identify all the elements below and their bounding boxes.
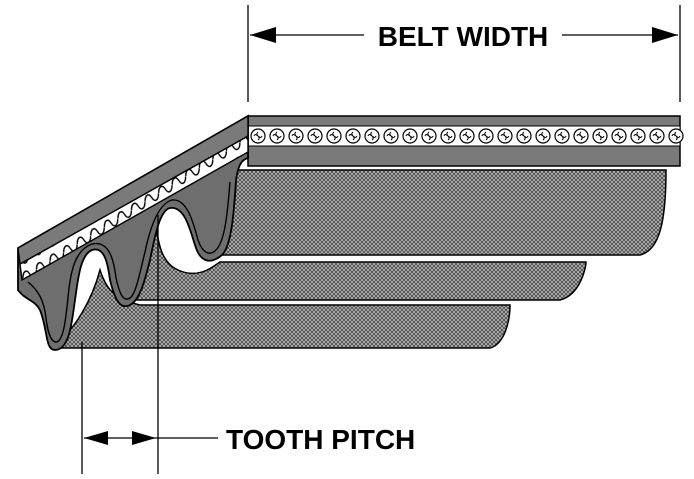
cord-twist-icon bbox=[291, 131, 301, 141]
cord-twist-icon bbox=[557, 131, 567, 141]
cord-twist-icon bbox=[538, 131, 548, 141]
cord-twist-icon bbox=[405, 131, 415, 141]
tooth-inner-outline bbox=[27, 181, 231, 343]
tooth-pitch-arrow-right-icon bbox=[132, 431, 156, 445]
belt-side-top-edge bbox=[17, 114, 249, 266]
belt-width-arrow-right-icon bbox=[652, 27, 678, 43]
cord-twist-icon bbox=[671, 131, 681, 141]
cord-twist-icon bbox=[633, 131, 643, 141]
cord-twist-icon bbox=[386, 131, 396, 141]
cord-twist-icon bbox=[500, 131, 510, 141]
cord-twist-icon bbox=[576, 131, 586, 141]
tension-cords bbox=[250, 128, 684, 144]
cord-twist-icon bbox=[595, 131, 605, 141]
belt-width-label: BELT WIDTH bbox=[378, 21, 549, 52]
cord-twist-icon bbox=[481, 131, 491, 141]
cord-twist-icon bbox=[614, 131, 624, 141]
cord-twist-icon bbox=[310, 131, 320, 141]
cord-twist-icon bbox=[424, 131, 434, 141]
cord-twist-icon bbox=[367, 131, 377, 141]
cord-twist-icon bbox=[272, 131, 282, 141]
cord-twist-icon bbox=[519, 131, 529, 141]
cord-twist-icon bbox=[329, 131, 339, 141]
belt-width-arrow-left-icon bbox=[250, 27, 276, 43]
cord-twist-icon bbox=[348, 131, 358, 141]
cord-twist-icon bbox=[462, 131, 472, 141]
cord-twist-icon bbox=[253, 131, 263, 141]
tooth-pitch-arrow-left-icon bbox=[84, 431, 108, 445]
tooth-pitch-label: TOOTH PITCH bbox=[226, 424, 415, 455]
cord-twist-icon bbox=[652, 131, 662, 141]
tooth-face-back bbox=[204, 169, 667, 256]
cord-twist-icon bbox=[443, 131, 453, 141]
